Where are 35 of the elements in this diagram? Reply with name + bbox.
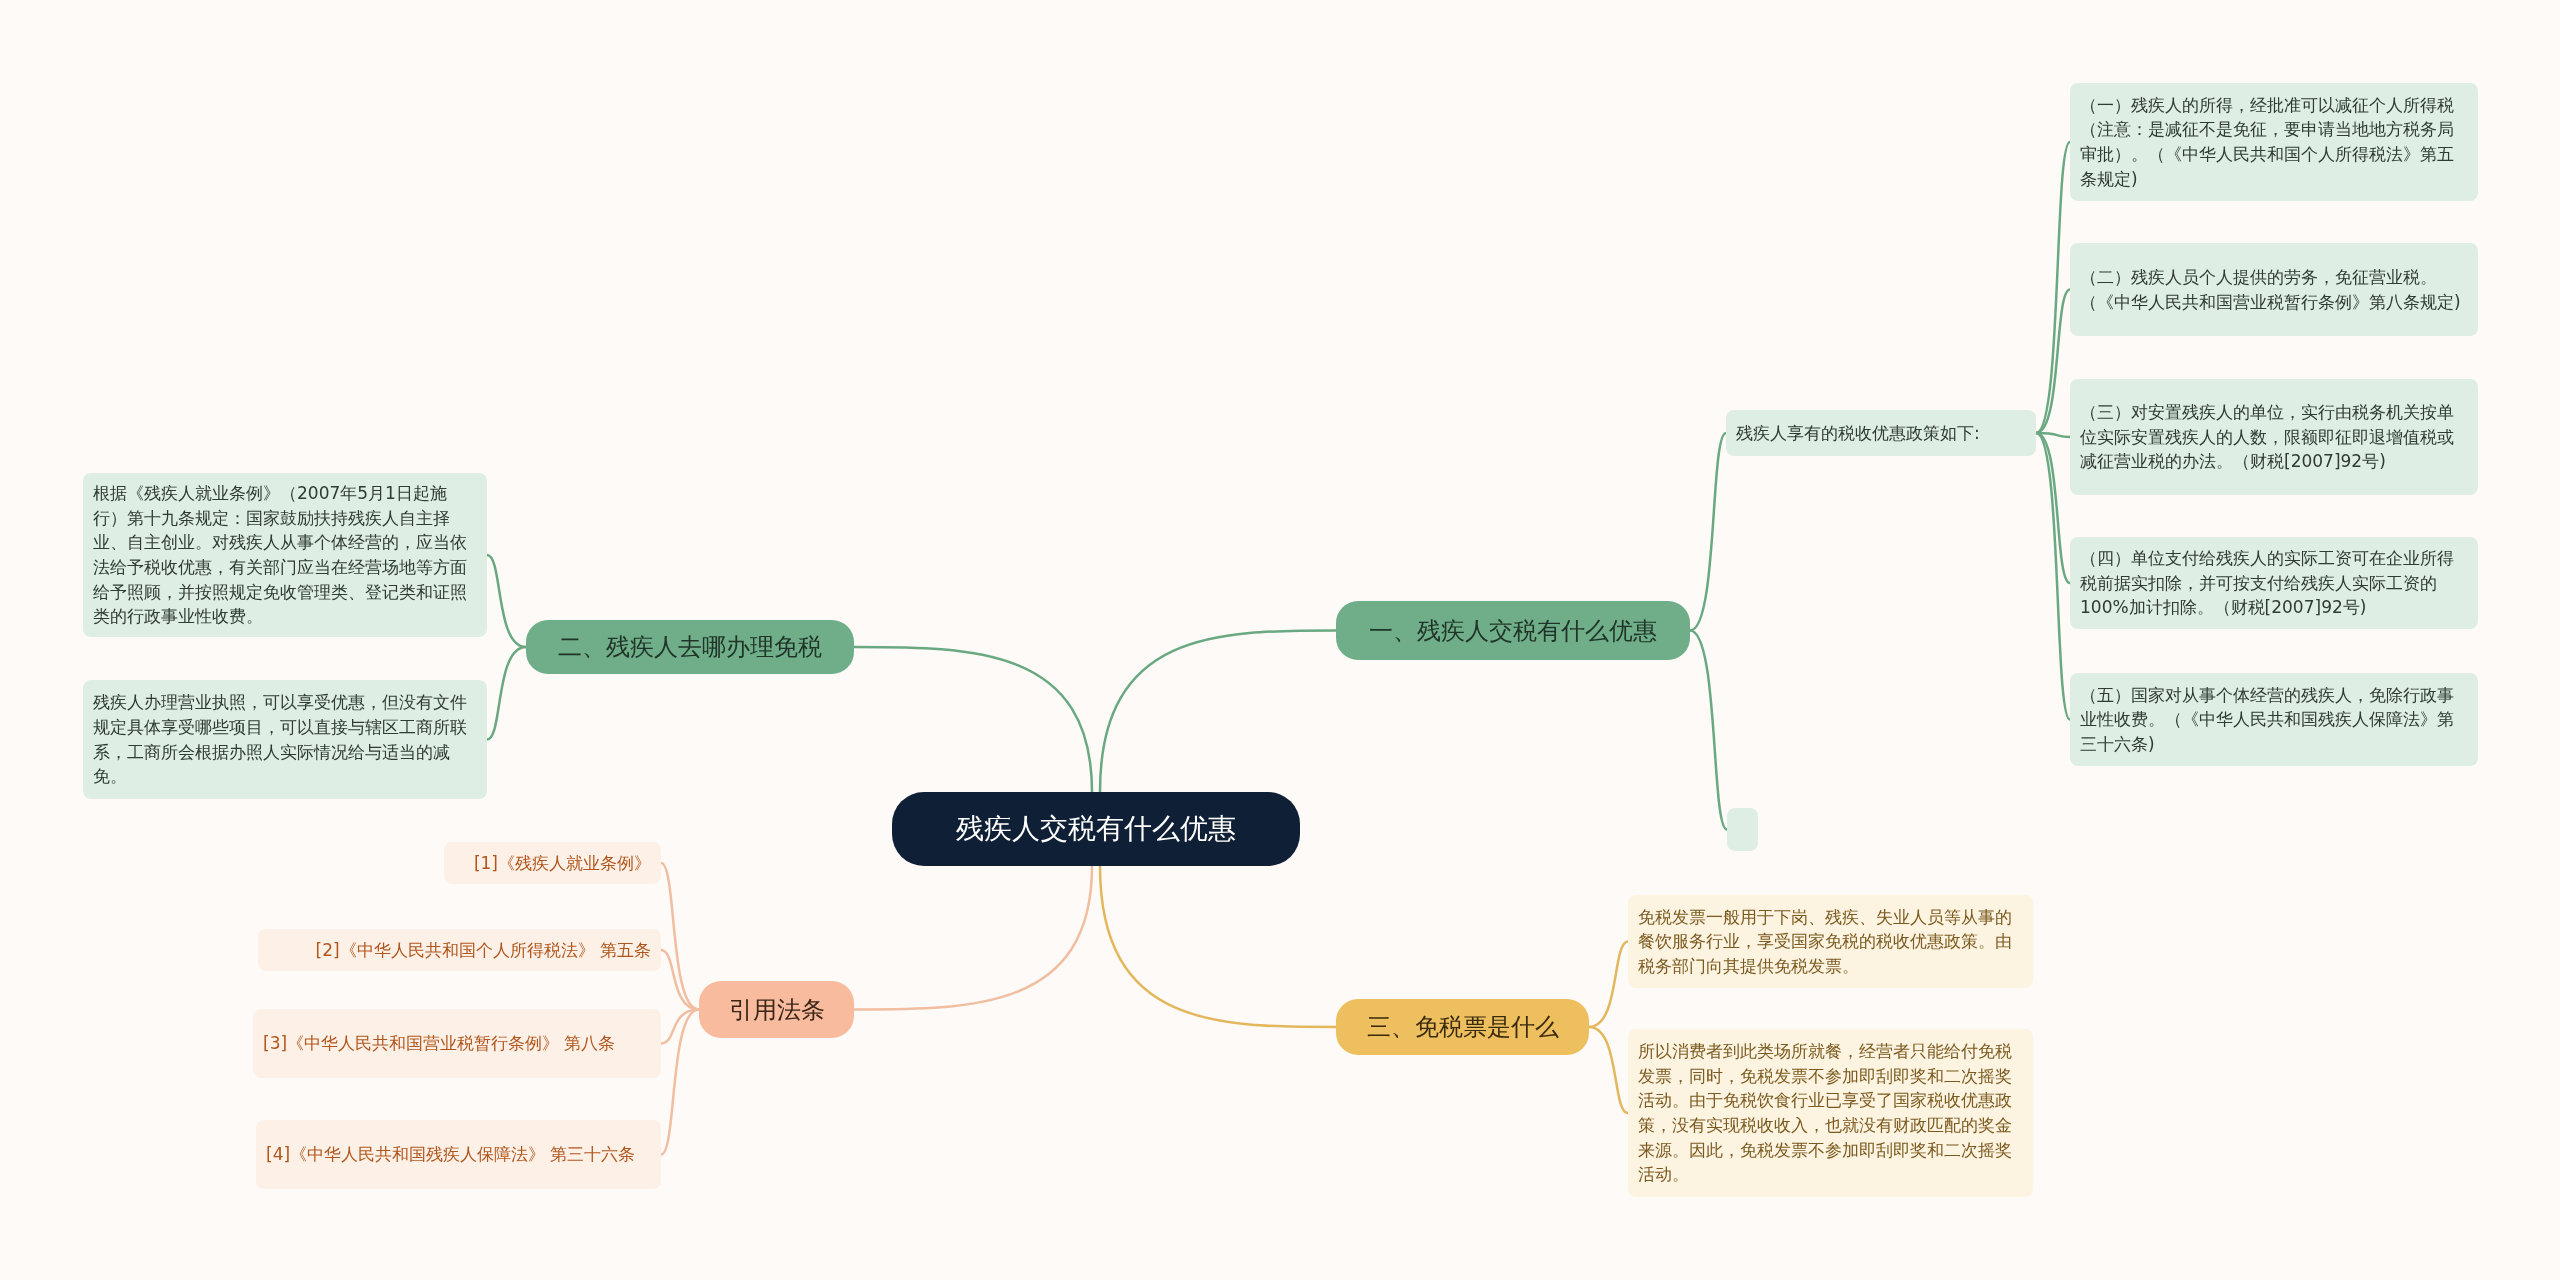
central-topic: 残疾人交税有什么优惠: [892, 792, 1300, 866]
subtopic-box: （一）残疾人的所得，经批准可以减征个人所得税（注意：是减征不是免征，要申请当地地方税务局审批）。（《中华人民共和国个人所得税法》第五条规定): [2070, 83, 2478, 201]
subtopic-box: 残疾人办理营业执照，可以享受优惠，但没有文件规定具体享受哪些项目，可以直接与辖区工商所联系，工商所会根据办照人实际情况给与适当的减免。: [83, 680, 487, 799]
connector-line: [486, 553, 527, 649]
connector-line: [1588, 1025, 1629, 1115]
subtopic-box: （五）国家对从事个体经营的残疾人，免除行政事业性收费。（《中华人民共和国残疾人保障法》第三十六条): [2070, 673, 2478, 766]
connector-line: [660, 1008, 700, 1156]
connector-line: [486, 645, 527, 741]
connector-line: [1098, 865, 1336, 1029]
connector-line: [1689, 432, 1727, 632]
connector-line: [854, 865, 1094, 1011]
branch-topic: 一、残疾人交税有什么优惠: [1336, 601, 1690, 660]
subtopic-box: 残疾人享有的税收优惠政策如下:: [1726, 410, 2036, 456]
branch-topic: 三、免税票是什么: [1336, 999, 1589, 1055]
connector-line: [2035, 288, 2071, 435]
connector-line: [1098, 629, 1336, 793]
subtopic-box: （四）单位支付给残疾人的实际工资可在企业所得税前据实扣除，并可按支付给残疾人实际工资的100%加计扣除。（财税[2007]92号): [2070, 537, 2478, 629]
subtopic-box: 根据《残疾人就业条例》（2007年5月1日起施行）第十九条规定：国家鼓励扶持残疾人自主择业、自主创业。对残疾人从事个体经营的，应当依法给予税收优惠，有关部门应当在经营场地等方面给予照顾，并按照规定免收管理类、登记类和证照类的行政事业性收费。: [83, 473, 487, 637]
connector-line: [854, 645, 1094, 793]
subtopic-box: 所以消费者到此类场所就餐，经营者只能给付免税发票，同时，免税发票不参加即刮即奖和二次摇奖活动。由于免税饮食行业已享受了国家税收优惠政策，没有实现税收收入，也就没有财政匹配的奖金来源。因此，免税发票不参加即刮即奖和二次摇奖活动。: [1628, 1029, 2033, 1197]
connector-line: [1689, 629, 1728, 831]
subtopic-box: [4]《中华人民共和国残疾人保障法》 第三十六条: [256, 1120, 661, 1189]
connector-line: [2035, 141, 2072, 434]
connector-line: [1588, 940, 1629, 1029]
branch-topic: 二、残疾人去哪办理免税: [526, 620, 854, 674]
subtopic-box: 免税发票一般用于下岗、残疾、失业人员等从事的餐饮服务行业，享受国家免税的税收优惠政策。由税务部门向其提供免税发票。: [1628, 895, 2033, 988]
branch-topic: 引用法条: [699, 981, 854, 1038]
empty-topic-box: [1727, 808, 1758, 851]
connector-line: [2035, 432, 2072, 721]
subtopic-box: （二）残疾人员个人提供的劳务，免征营业税。（《中华人民共和国营业税暂行条例》第八条规定): [2070, 243, 2478, 336]
subtopic-box: [3]《中华人民共和国营业税暂行条例》 第八条: [253, 1009, 661, 1078]
subtopic-box: （三）对安置残疾人的单位，实行由税务机关按单位实际安置残疾人的人数，限额即征即退增值税或减征营业税的办法。（财税[2007]92号): [2070, 379, 2478, 495]
connector-line: [2035, 431, 2071, 584]
subtopic-box: [2]《中华人民共和国个人所得税法》 第五条: [258, 929, 661, 971]
subtopic-box: [1]《残疾人就业条例》: [444, 842, 661, 884]
